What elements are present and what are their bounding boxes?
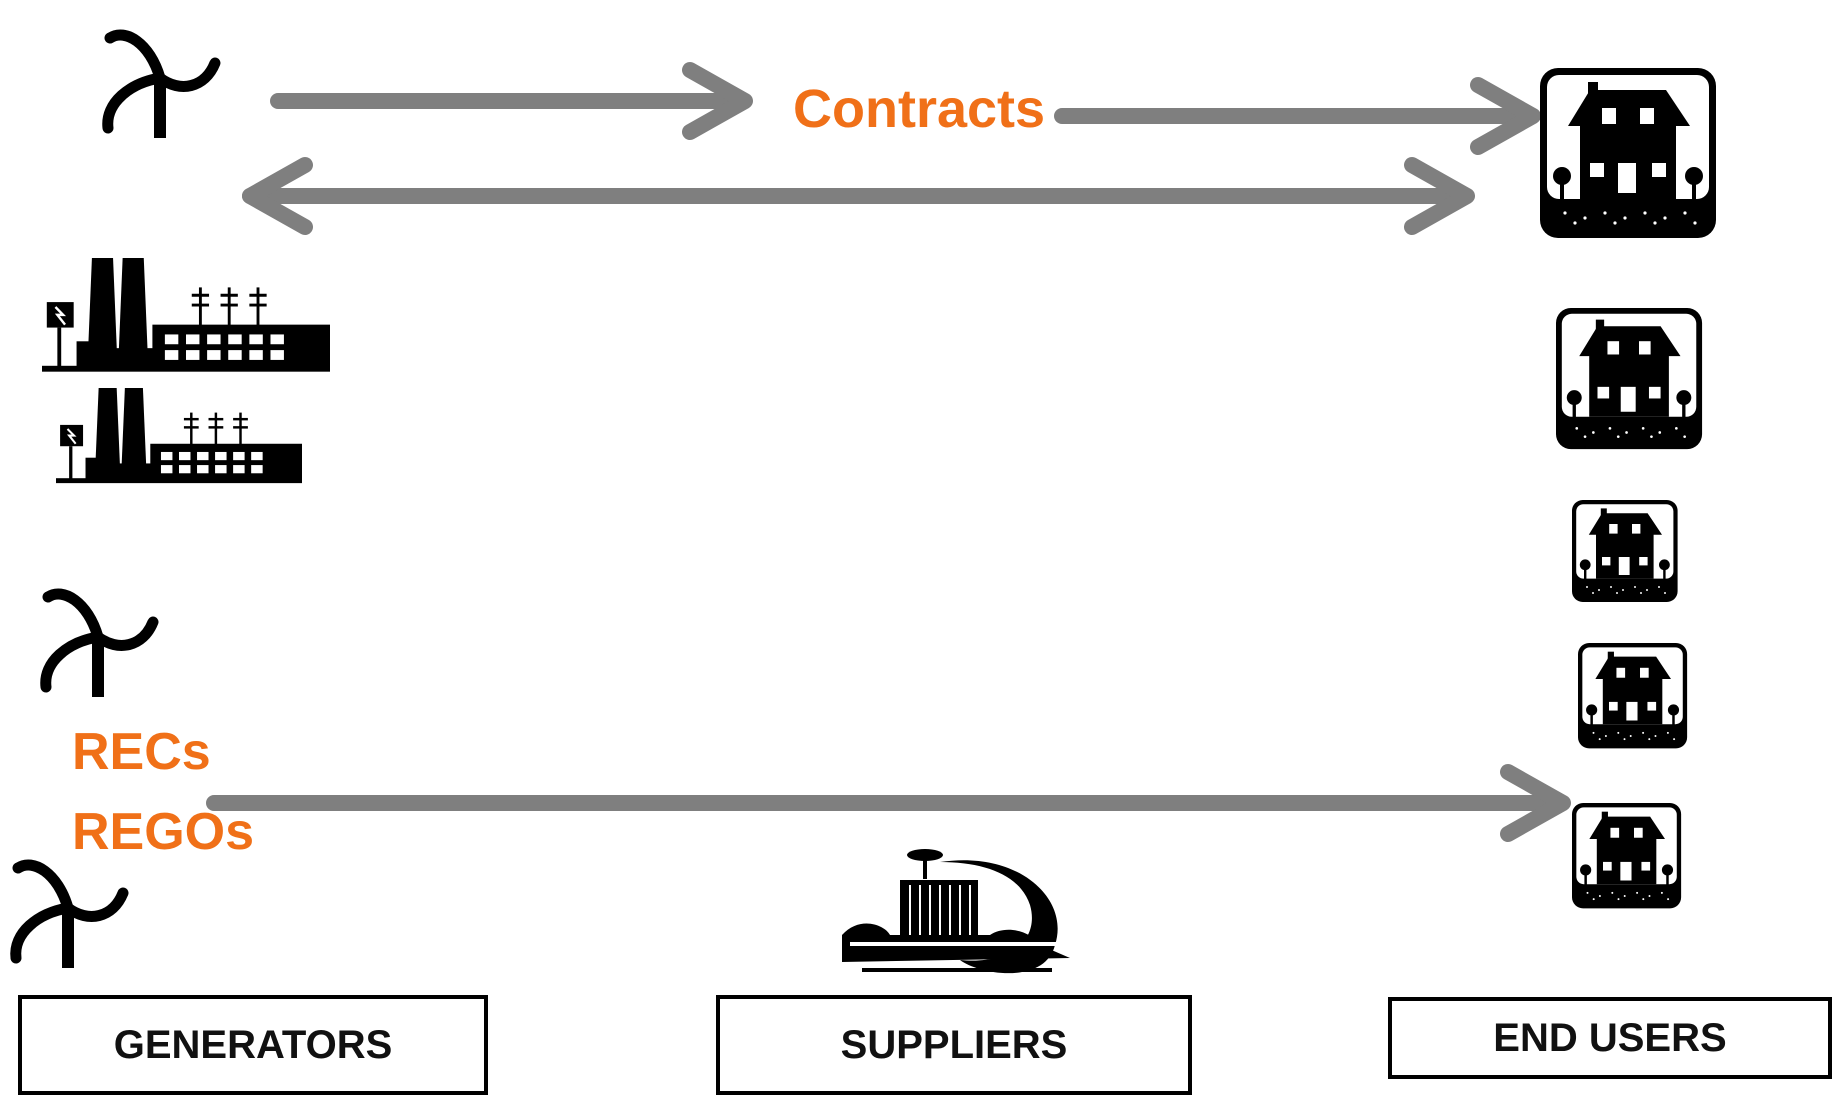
wind-turbine-icon <box>108 35 215 138</box>
suppliers-label: SUPPLIERS <box>840 1022 1068 1067</box>
end-users-box: END USERS <box>1388 997 1832 1079</box>
recs-label: RECs <box>72 723 211 781</box>
contracts-label: Contracts <box>793 79 1046 139</box>
house-icon <box>1556 308 1703 450</box>
generators-box: GENERATORS <box>18 995 488 1095</box>
suppliers-box: SUPPLIERS <box>716 995 1192 1095</box>
end-users-label: END USERS <box>1493 1015 1727 1060</box>
contracts-arrow-left-head <box>682 62 753 140</box>
wind-turbine-icon <box>46 594 153 697</box>
double-arrow-right-head <box>1404 157 1475 235</box>
regos-label: REGOs <box>72 803 255 861</box>
house-icon <box>1540 68 1716 238</box>
wind-turbine-icon <box>16 865 123 968</box>
house-icon <box>1578 643 1688 749</box>
recs-arrow-head <box>1500 764 1571 842</box>
house-icon <box>1572 803 1682 909</box>
power-plant-icon <box>54 386 304 485</box>
house-icon <box>1572 500 1678 602</box>
supplier-building-icon <box>842 849 1070 974</box>
double-arrow-left-head <box>242 157 313 235</box>
power-plant-icon <box>40 256 332 374</box>
contracts-arrow-right-head <box>1470 77 1541 155</box>
generators-label: GENERATORS <box>113 1022 393 1067</box>
